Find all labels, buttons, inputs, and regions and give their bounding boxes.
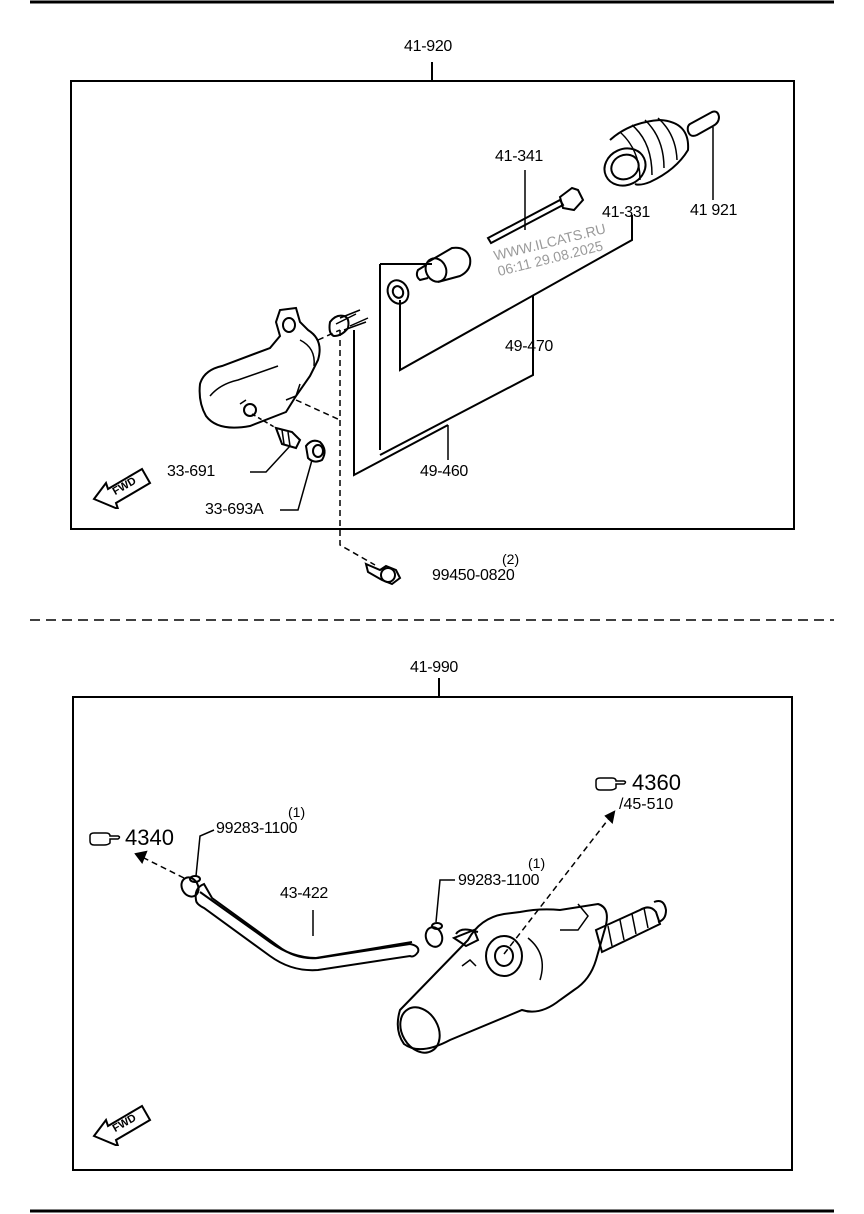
part-label-49-460[interactable]: 49-460 xyxy=(420,463,469,480)
hose-43-422 xyxy=(194,882,420,972)
fwd-label-top: FWD xyxy=(111,475,139,498)
clamp-right xyxy=(424,879,455,948)
clamp-left xyxy=(180,829,215,898)
assembly-label-bottom[interactable]: 41-990 xyxy=(410,659,459,676)
qty-clamp-left: (1) xyxy=(288,804,306,820)
part-label-41-921[interactable]: 41 921 xyxy=(690,202,738,219)
part-label-clamp-left[interactable]: 99283-1100 xyxy=(216,820,298,837)
pointing-hand-icon-4360 xyxy=(595,777,627,791)
part-label-33-693a[interactable]: 33-693A xyxy=(205,501,264,518)
ref-label-4360[interactable]: 4360 xyxy=(632,770,681,795)
cylinder-body-bottom xyxy=(396,900,668,1054)
top-frame xyxy=(70,80,795,530)
qty-99450: (2) xyxy=(502,551,520,567)
part-label-clamp-right[interactable]: 99283-1100 xyxy=(458,872,540,889)
fwd-arrow-bottom: FWD xyxy=(92,1104,152,1146)
part-label-99450-0820[interactable]: 99450-0820 xyxy=(432,567,515,584)
assembly-label-top[interactable]: 41-920 xyxy=(404,38,453,55)
fwd-arrow-top: FWD xyxy=(92,467,152,509)
pushrod-41-341 xyxy=(486,170,585,245)
cylinder-body-top xyxy=(198,306,376,566)
cap-33-693a xyxy=(280,439,326,511)
fwd-label-bottom: FWD xyxy=(111,1112,139,1135)
bolt-99450-0820 xyxy=(364,562,402,586)
piston-49-470 xyxy=(379,246,534,456)
part-label-33-691[interactable]: 33-691 xyxy=(167,463,216,480)
ref-label-4340[interactable]: 4340 xyxy=(125,825,174,850)
pin-41-921 xyxy=(686,110,721,200)
boot-41-331 xyxy=(399,117,690,372)
ref-sub-45-510[interactable]: /45-510 xyxy=(619,796,674,813)
part-label-41-341[interactable]: 41-341 xyxy=(495,148,544,165)
part-label-49-470[interactable]: 49-470 xyxy=(505,338,554,355)
qty-clamp-right: (1) xyxy=(528,855,546,871)
bleeder-33-691 xyxy=(250,413,302,473)
bottom-frame xyxy=(72,696,793,1171)
part-label-41-331[interactable]: 41-331 xyxy=(602,204,651,221)
part-label-43-422[interactable]: 43-422 xyxy=(280,885,329,902)
pointing-hand-icon-4340 xyxy=(89,832,121,846)
